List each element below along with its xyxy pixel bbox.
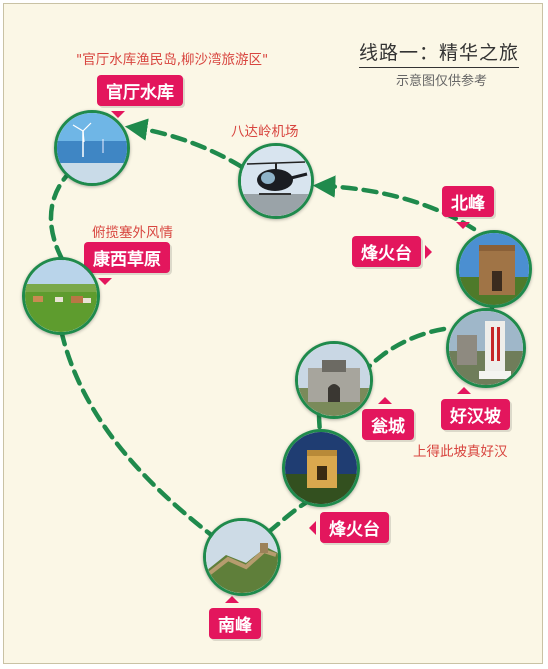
route-nanfeng-to-kangxi: [59, 331, 237, 555]
tag-guanting: 官厅水库: [97, 75, 183, 118]
tag-fenghuotai-upper: 烽火台: [352, 236, 432, 267]
wind-turbine-reservoir-photo: [54, 110, 130, 186]
route-beifeng-to-airport: [312, 175, 477, 232]
route-fenghuotai-to-nanfeng: [263, 496, 315, 537]
note-haohan: 上得此坡真好汉: [413, 444, 508, 460]
tag-haohanpo: 好汉坡: [441, 387, 510, 430]
route-kangxi-to-guanting: [48, 169, 73, 262]
grassland-horses-photo: [22, 257, 100, 335]
helicopter-photo: [238, 143, 314, 219]
fortress-gate-photo: [295, 341, 373, 419]
map-subtitle: 示意图仅供参考: [396, 74, 488, 89]
tag-beifeng: 北峰: [442, 186, 494, 229]
tag-fenghuotai-lower: 烽火台: [309, 512, 389, 543]
note-airport: 八达岭机场: [231, 124, 299, 140]
tag-nanfeng: 南峰: [209, 596, 261, 639]
route-airport-to-guanting: [124, 118, 245, 170]
note-kangxi: 俯揽塞外风情: [92, 225, 173, 241]
tag-kangxi: 康西草原: [84, 242, 170, 285]
stone-stele-photo: [446, 308, 526, 388]
note-guanting: "官厅水库渔民岛,柳沙湾旅游区": [76, 52, 269, 68]
map-title: 线路一：精华之旅: [359, 38, 520, 68]
route-haohan-to-wengcheng: [359, 326, 447, 377]
tag-wengcheng: 瓮城: [362, 397, 414, 440]
map-frame: 线路一：精华之旅 示意图仅供参考 "官厅水库渔民岛,柳沙湾旅游区" 八达岭机场 …: [3, 3, 543, 664]
great-wall-tower-photo: [456, 230, 532, 308]
great-wall-ridge-photo: [203, 518, 281, 596]
beacon-tower-photo: [282, 429, 360, 507]
